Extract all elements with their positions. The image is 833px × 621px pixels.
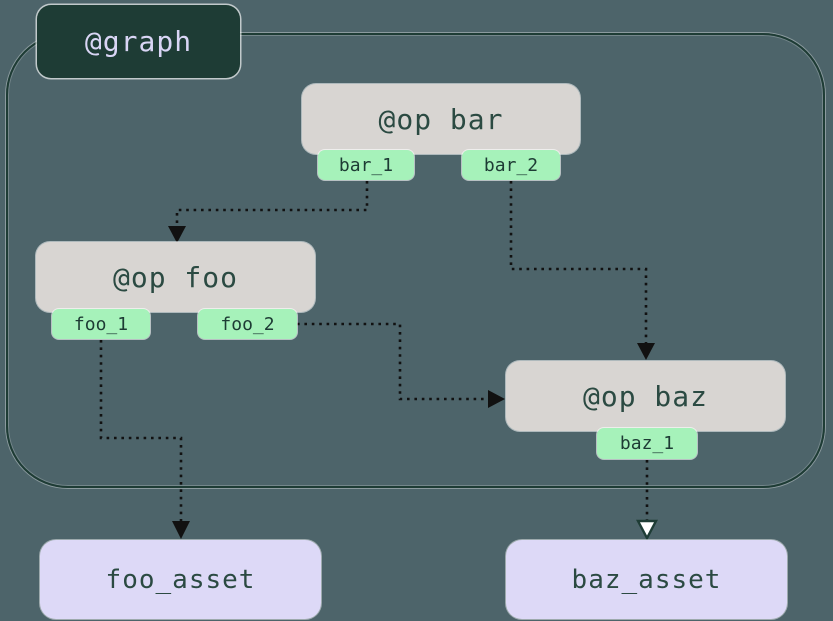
arrowhead-foo-asset: [172, 521, 190, 539]
op-bar-label: @op bar: [378, 102, 504, 136]
op-foo-label: @op foo: [112, 260, 238, 294]
asset-foo-label: foo_asset: [105, 564, 256, 595]
graph-label: @graph: [37, 5, 240, 78]
output-tag-bar-2: bar_2: [462, 150, 560, 180]
output-tag-baz-1: baz_1: [597, 428, 697, 459]
op-node-baz: @op baz: [506, 361, 785, 431]
output-tag-bar-1: bar_1: [318, 150, 414, 180]
asset-node-foo: foo_asset: [40, 540, 321, 619]
edge-bar-1-to-op-foo: [175, 181, 369, 230]
op-node-foo: @op foo: [36, 242, 315, 312]
edge-foo-2-to-op-baz: [297, 322, 492, 401]
asset-baz-label: baz_asset: [571, 564, 722, 595]
output-tag-bar-1-label: bar_1: [338, 154, 394, 176]
arrowhead-op-baz-left: [488, 390, 505, 408]
graph-container-border: [6, 33, 825, 488]
arrowhead-baz-asset: [636, 519, 658, 541]
op-baz-label: @op baz: [582, 379, 708, 413]
arrowhead-op-baz-top: [637, 343, 655, 360]
arrowhead-op-foo: [168, 226, 186, 243]
output-tag-foo-1-label: foo_1: [73, 313, 129, 335]
output-tag-foo-2: foo_2: [198, 309, 297, 339]
edge-foo-1-to-foo-asset: [99, 340, 183, 524]
op-node-bar: @op bar: [302, 84, 580, 154]
output-tag-baz-1-label: baz_1: [619, 433, 675, 454]
output-tag-foo-2-label: foo_2: [220, 313, 275, 335]
asset-node-baz: baz_asset: [506, 540, 787, 619]
output-tag-bar-2-label: bar_2: [483, 154, 539, 176]
edge-bar-2-to-op-baz: [509, 181, 648, 347]
graph-label-text: @graph: [84, 25, 193, 58]
output-tag-foo-1: foo_1: [52, 309, 150, 339]
